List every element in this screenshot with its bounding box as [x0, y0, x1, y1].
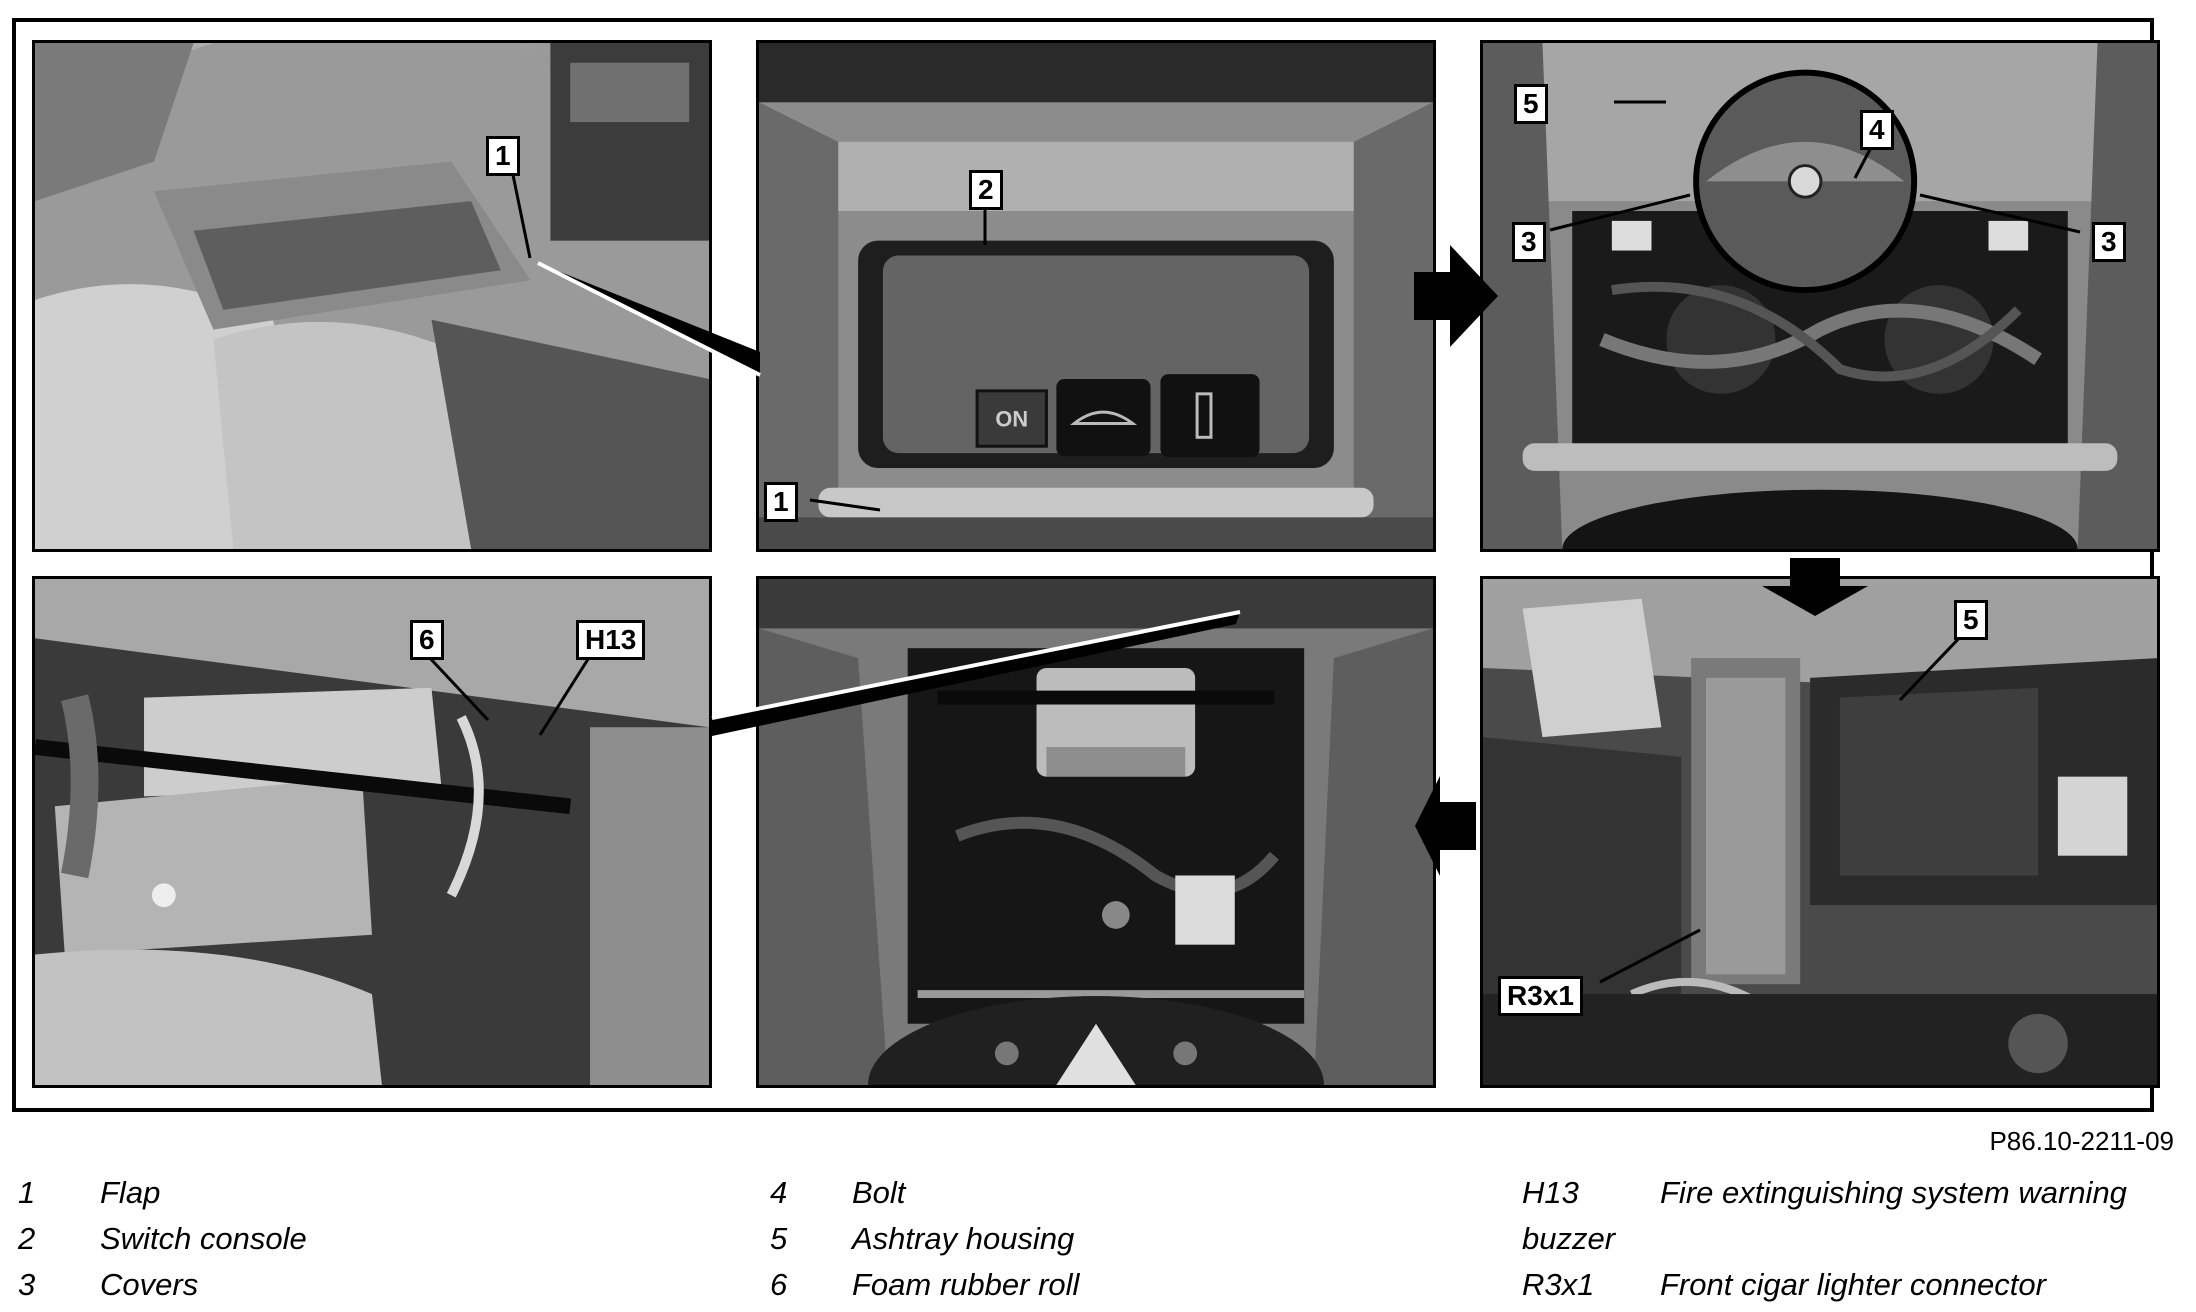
legend-key: 6 [770, 1267, 788, 1302]
legend-column-2: 4 Bolt 5 Ashtray housing 6 Foam rubber roll [770, 1170, 1079, 1308]
legend-text: Fire extinguishing system warning [1660, 1175, 2127, 1210]
photo-covers-removed [1480, 40, 2160, 552]
callout-foam-rubber-roll: 6 [410, 620, 444, 660]
callout-cover-right: 3 [2092, 222, 2126, 262]
legend-column-1: 1 Flap 2 Switch console 3 Covers [18, 1170, 307, 1308]
legend-key: 4 [770, 1175, 788, 1210]
callout-cover-left: 3 [1512, 222, 1546, 262]
photo-switch-console: ON [756, 40, 1436, 552]
legend-item: H13 Fire extinguishing system warning [1522, 1170, 2127, 1216]
legend-key: 5 [770, 1221, 788, 1256]
callout-flap: 1 [486, 136, 520, 176]
callout-switch-console: 2 [969, 170, 1003, 210]
legend-key: 2 [18, 1221, 36, 1256]
legend-text: Ashtray housing [852, 1221, 1075, 1256]
callout-ashtray-housing-top: 5 [1514, 84, 1548, 124]
legend-text: Front cigar lighter connector [1660, 1267, 2046, 1302]
legend-text: Switch console [100, 1221, 307, 1256]
legend-text: Bolt [852, 1175, 906, 1210]
legend-text: Covers [100, 1267, 199, 1302]
legend-item: 6 Foam rubber roll [770, 1262, 1079, 1308]
callout-buzzer: H13 [576, 620, 646, 660]
legend-column-3: H13 Fire extinguishing system warning buz… [1522, 1170, 2127, 1308]
callout-cigar-lighter-connector: R3x1 [1498, 976, 1583, 1016]
photo-under-console [756, 576, 1436, 1088]
legend-text-continuation: buzzer [1522, 1221, 1616, 1256]
legend-key: 3 [18, 1267, 36, 1302]
figure-id: P86.10-2211-09 [1989, 1126, 2174, 1156]
callout-bolt: 4 [1860, 110, 1894, 150]
legend-item: 2 Switch console [18, 1216, 307, 1262]
photo-ashtray-housing [1480, 576, 2160, 1088]
legend-item: 3 Covers [18, 1262, 307, 1308]
callout-ashtray-housing: 5 [1954, 600, 1988, 640]
photo-interior-armrest [32, 40, 712, 552]
legend-item: 4 Bolt [770, 1170, 1079, 1216]
legend-item: 5 Ashtray housing [770, 1216, 1079, 1262]
legend-key: R3x1 [1522, 1267, 1595, 1302]
legend-text: Flap [100, 1175, 161, 1210]
legend-text: Foam rubber roll [852, 1267, 1080, 1302]
legend-key: 1 [18, 1175, 36, 1210]
callout-flap-2: 1 [764, 482, 798, 522]
legend-key: H13 [1522, 1175, 1579, 1210]
legend-item: R3x1 Front cigar lighter connector [1522, 1262, 2127, 1308]
legend-item: 1 Flap [18, 1170, 307, 1216]
legend-item-continuation: buzzer [1522, 1216, 2127, 1262]
on-button-label: ON [995, 406, 1028, 431]
